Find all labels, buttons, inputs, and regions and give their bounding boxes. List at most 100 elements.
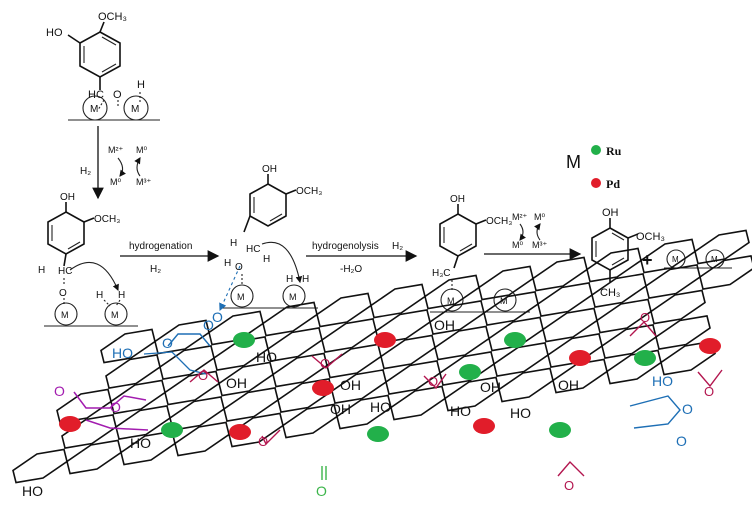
lattice-hexagon [390,385,446,421]
carboxyl-o-label: O [676,433,687,449]
hydroxyl-label: OH [558,377,579,393]
lattice-hexagon [429,300,485,335]
pd-nanoparticle [59,416,81,432]
lattice-hexagon [336,394,392,430]
lattice-hexagon [498,367,554,403]
plus-sign: + [642,250,653,270]
lattice-hexagon [154,319,210,355]
metal-site-circle [493,288,517,312]
lattice-hexagon [606,349,662,385]
lattice-hexagon [596,298,652,334]
lattice-hexagon [478,265,534,301]
minus-h2o-label: -H₂O [340,264,362,275]
metal-site-label: M [237,292,245,302]
lattice-hexagon [56,388,112,424]
lattice-hexagon [444,376,500,412]
pd-nanoparticle [229,424,251,440]
oh-label: OH [262,164,277,175]
pd-nanoparticle [699,338,721,354]
structure-2-hydrogen-attack: OH OCH₃ H HC O H H M M [38,192,138,327]
ru-nanoparticle [459,364,481,380]
metal-site-label: M [500,296,508,306]
pd-legend-label: Pd [606,177,620,191]
oh-label: OH [602,207,619,219]
lattice-hexagon [61,414,117,449]
och3-label: OCH₃ [486,216,512,227]
m0-label: M⁰ [110,177,121,187]
lattice-hexagon [650,289,706,325]
h-label: H [137,79,145,91]
m2plus-label: M²⁺ [512,212,527,222]
h-label: H [224,258,231,269]
m0-label: M⁰ [136,145,147,155]
hydrogenolysis-label: hydrogenolysis [312,241,379,252]
pd-nanoparticle [473,418,495,434]
metal-site-label: M [111,310,119,320]
oxygen-functional-groups: O O O HO HO O O O O O O O O O [22,309,723,499]
lattice-hexagon [439,351,495,386]
h2-label: H₂ [150,264,161,275]
lattice-hexagon [267,327,323,362]
pd-nanoparticle [374,332,396,348]
lattice-hexagon [174,421,230,457]
pd-nanoparticle [312,380,334,396]
lattice-hexagon [591,273,647,308]
lattice-hexagon [493,342,549,377]
ru-nanoparticle [504,332,526,348]
h-label: H [263,254,270,265]
metal-legend: M Ru Pd [566,144,622,191]
lattice-hexagon [272,352,328,388]
epoxide-o-label: O [640,310,650,325]
h-label: H [302,274,309,285]
h-label: H [230,238,237,249]
carboxyl-o-label: O [212,309,223,325]
h2-label: H₂ [392,241,403,252]
hydroxyl-label: OH [480,379,501,395]
hydroxyl-label: HO [510,405,531,421]
metal-site-circle [54,302,78,326]
lattice-hexagon [218,361,274,397]
lattice-hexagon [375,309,431,344]
h-label: H [38,265,45,276]
vertical-step-arrow: H₂ M²⁺ M⁰ M⁰ M³⁺ [80,126,151,200]
lattice-hexagon [385,360,441,395]
och3-label: OCH₃ [636,231,665,243]
hydrogenation-label: hydrogenation [129,241,192,252]
hydroxyl-label: OH [340,377,361,393]
lattice-hexagon [321,318,377,353]
lattice-hexagon [537,282,593,317]
hydroxyl-label: HO [22,483,43,499]
metal-site-label: M [131,104,139,115]
lattice-hexagon [542,307,598,343]
lattice-hexagon [699,255,752,290]
lattice-hexagon [483,291,539,326]
desorption-arrow: M²⁺ M⁰ M⁰ M³⁺ [484,212,582,260]
ru-nanoparticle [549,422,571,438]
m3plus-label: M³⁺ [136,177,151,187]
hc-label: HC [246,244,260,255]
lattice-hexagon [213,336,269,371]
lattice-hexagon [655,315,711,350]
lattice-hexagon [532,256,588,292]
metal-site-circle [440,288,464,312]
lattice-hexagon [105,354,161,389]
lattice-hexagon [694,229,750,265]
h-label: H [286,274,293,285]
metal-site-label: M [447,296,455,306]
epoxide-o-label: O [704,384,714,399]
metal-site-circle [230,284,254,308]
hydrogenolysis-arrow: hydrogenolysis H₂ -H₂O [306,241,418,275]
carboxyl-o-label: O [682,401,693,417]
lattice-hexagon [316,292,372,328]
structure-4-adsorbed-creosol: OH OCH₃ H₃C M M [430,194,530,313]
lattice-hexagon [110,379,166,415]
h3c-label: H₃C [432,268,451,279]
hydroxyl-label: OH [226,375,247,391]
metal-site-label: M [289,292,297,302]
lattice-hexagon [601,324,657,359]
epoxide-o-label: O [320,356,330,371]
m0-label: M⁰ [534,212,545,222]
epoxide-o-label: O [198,368,208,383]
ch3-label: CH₃ [600,287,620,299]
